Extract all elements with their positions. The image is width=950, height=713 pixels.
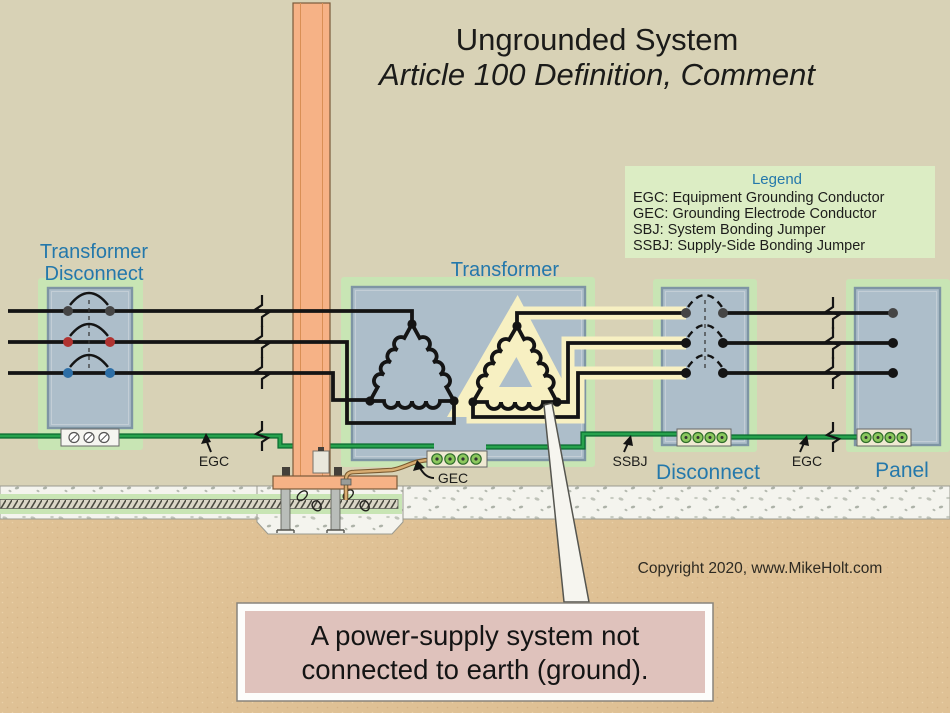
disconnect-ground-bar [676, 428, 732, 447]
svg-text:EGC: EGC [792, 453, 822, 469]
label-disconnect: Disconnect [656, 461, 760, 484]
egc-wire-left [0, 433, 434, 449]
callout-pointer [543, 402, 590, 603]
disconnect-switches [681, 293, 728, 378]
svg-text:GEC: GEC [438, 470, 468, 486]
secondary-delta-winding [468, 321, 562, 411]
anchor-bolts [276, 487, 345, 533]
egc-right-label: EGC [792, 435, 822, 469]
callout: A power-supply system not connected to e… [236, 602, 714, 702]
transformer-ground-bus [426, 450, 488, 468]
gec-label: GEC [413, 460, 468, 486]
legend-item-egc: EGC: Equipment Grounding Conductor [633, 190, 885, 206]
break-symbols [253, 295, 842, 452]
ssbj-label: SSBJ [612, 435, 648, 469]
primary-wires [8, 309, 893, 425]
legend-item-ssbj: SSBJ: Supply-Side Bonding Jumper [633, 238, 865, 254]
legend-heading: Legend [752, 171, 802, 188]
pole-base-plate [272, 475, 398, 490]
legend: Legend EGC: Equipment Grounding Conducto… [633, 171, 885, 254]
label-transformer-disconnect-2: Disconnect [45, 263, 144, 285]
copyright-text: Copyright 2020, www.MikeHolt.com [638, 560, 883, 577]
egc-left-label: EGC [199, 433, 229, 469]
transformer-disconnect-terminal-bar [60, 428, 120, 447]
callout-line-1: A power-supply system not [311, 620, 640, 651]
label-transformer: Transformer [451, 259, 560, 281]
panel-ground-bar [856, 428, 912, 447]
page-title: Ungrounded System [456, 22, 739, 57]
page-subtitle: Article 100 Definition, Comment [377, 57, 816, 92]
pole-junction-box [312, 450, 330, 474]
legend-item-sbj: SBJ: System Bonding Jumper [633, 222, 826, 238]
legend-item-gec: GEC: Grounding Electrode Conductor [633, 206, 877, 222]
transformer-disconnect-switches [63, 291, 115, 378]
panel-terminals [888, 308, 898, 378]
label-transformer-disconnect-1: Transformer [40, 241, 149, 263]
rebar-electrode [0, 489, 402, 514]
label-panel: Panel [875, 459, 929, 482]
transformer-disconnect-box [46, 286, 134, 430]
utility-pole [272, 2, 398, 490]
legend-box [625, 166, 935, 258]
ground-clamp [340, 478, 352, 486]
svg-text:SSBJ: SSBJ [612, 453, 647, 469]
ssbj-wire [486, 431, 684, 450]
primary-delta-winding [365, 319, 459, 410]
callout-line-2: connected to earth (ground). [301, 654, 648, 685]
svg-text:EGC: EGC [199, 453, 229, 469]
